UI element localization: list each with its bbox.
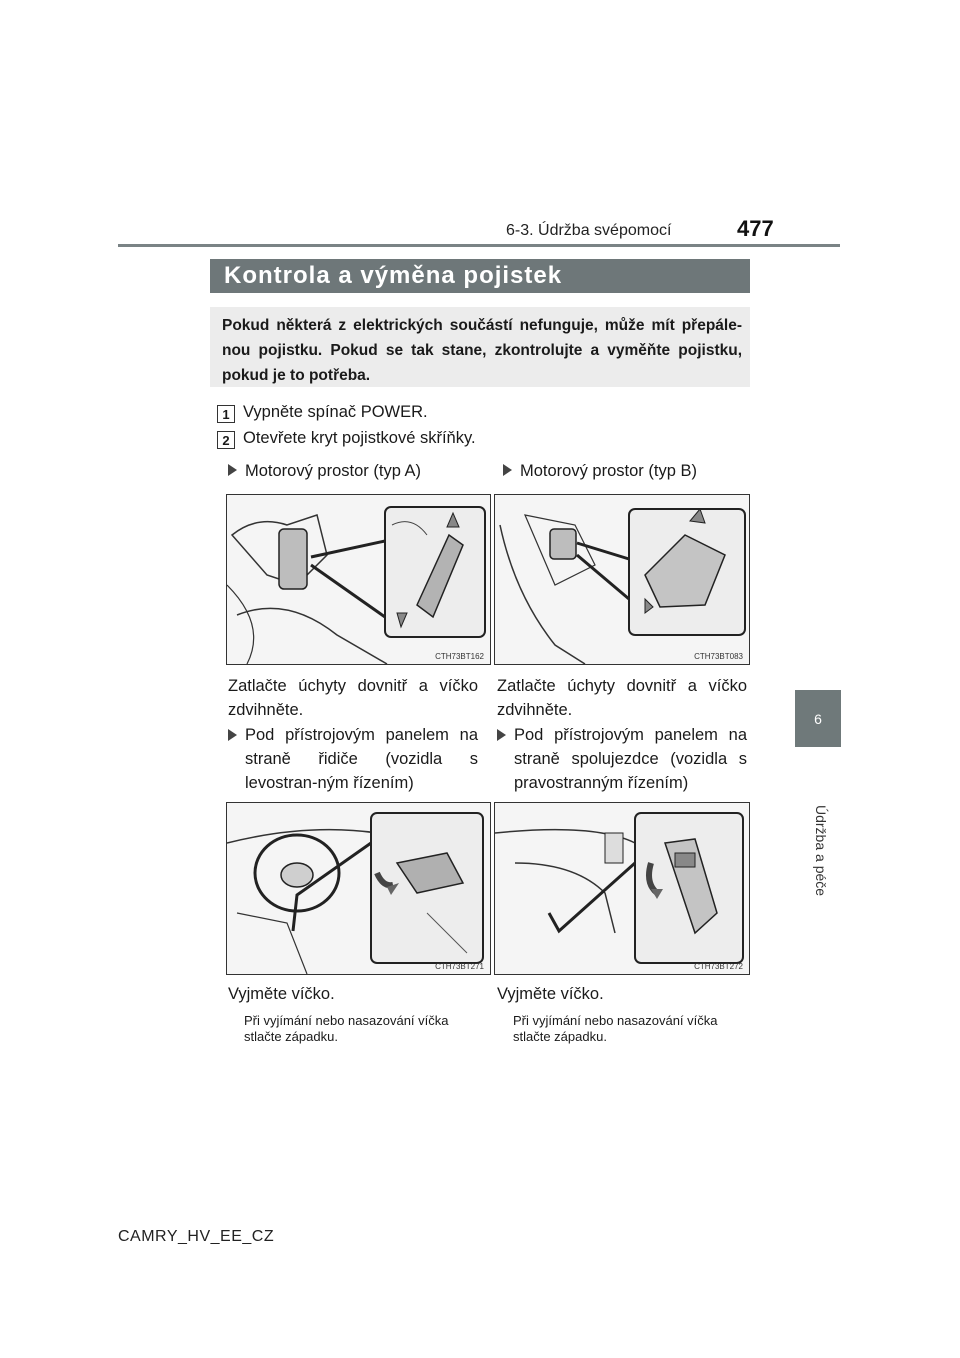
dashboard-passenger-illustration	[495, 803, 749, 974]
header-divider	[118, 244, 840, 247]
page-title: Kontrola a výměna pojistek	[224, 262, 563, 289]
step-1-text: Vypněte spínač POWER.	[243, 403, 428, 421]
step-2-number: 2	[217, 431, 235, 449]
bullet-triangle-icon	[228, 464, 237, 476]
right-heading-2: Pod přístrojovým panelem na straně spolu…	[497, 723, 747, 795]
engine-type-b-illustration	[495, 495, 749, 664]
left-heading-2: Pod přístrojovým panelem na straně řidič…	[228, 723, 478, 795]
left-text-2: Vyjměte víčko.	[228, 985, 335, 1003]
left-text-1: Zatlačte úchyty dovnitř a víčko zdvihnět…	[228, 677, 478, 719]
page-number: 477	[737, 216, 774, 241]
figure-code: CTH73BT162	[435, 652, 484, 661]
figure-dashboard-driver: CTH73BT271	[226, 802, 491, 975]
left-heading-1: Motorový prostor (typ A)	[228, 459, 421, 483]
figure-engine-type-a: CTH73BT162	[226, 494, 491, 665]
figure-code: CTH73BT271	[435, 962, 484, 971]
dashboard-driver-illustration	[227, 803, 490, 974]
right-text-1: Zatlačte úchyty dovnitř a víčko zdvihnět…	[497, 677, 747, 719]
chapter-label: Údržba a péče	[813, 805, 829, 897]
intro-text: Pokud některá z elektrických součástí ne…	[222, 317, 742, 384]
right-text-2: Vyjměte víčko.	[497, 985, 604, 1003]
figure-dashboard-passenger: CTH73BT272	[494, 802, 750, 975]
figure-engine-type-b: CTH73BT083	[494, 494, 750, 665]
footer-doc-code: CAMRY_HV_EE_CZ	[118, 1228, 275, 1245]
step-1-number: 1	[217, 405, 235, 423]
bullet-triangle-icon	[228, 729, 237, 741]
bullet-triangle-icon	[497, 729, 506, 741]
left-note-2: Při vyjímání nebo nasazování víčka stlač…	[244, 1013, 449, 1044]
section-label: 6-3. Údržba svépomocí	[506, 222, 672, 239]
bullet-triangle-icon	[503, 464, 512, 476]
engine-type-a-illustration	[227, 495, 490, 664]
figure-code: CTH73BT083	[694, 652, 743, 661]
step-2-text: Otevřete kryt pojistkové skříňky.	[243, 429, 476, 447]
right-note-2: Při vyjímání nebo nasazování víčka stlač…	[513, 1013, 718, 1044]
intro-box	[210, 307, 750, 387]
right-heading-1: Motorový prostor (typ B)	[503, 459, 697, 483]
chapter-tab: 6	[795, 690, 841, 747]
figure-code: CTH73BT272	[694, 962, 743, 971]
title-bar	[210, 259, 750, 293]
